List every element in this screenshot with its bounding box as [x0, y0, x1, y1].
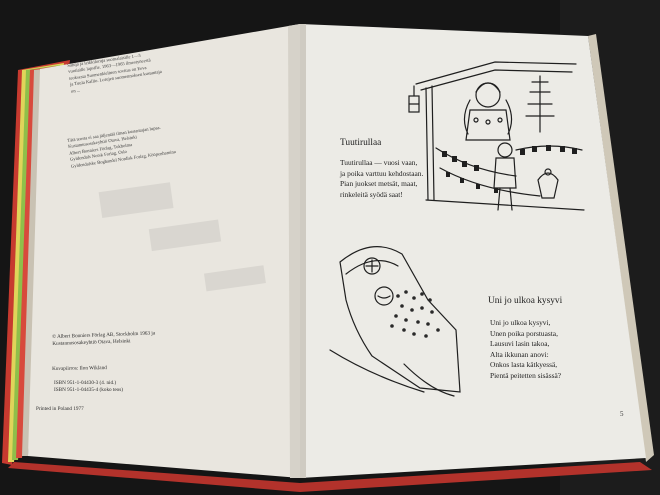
- garland-flags: [442, 145, 577, 193]
- bleed-through: [98, 182, 266, 292]
- isbn-block: ISBN 951-1-04430-3 (4. nid.) ISBN 951-1-…: [54, 380, 123, 394]
- poem-line: Alta ikkunan anovi:: [490, 349, 549, 359]
- printed-in: Printed in Poland 1977: [36, 406, 84, 412]
- illustrator-credit: Kuvapiirros: Ilon Wikland: [52, 365, 107, 372]
- poem-line: Pian juokset metsät, maat,: [340, 179, 418, 189]
- page-number: 5: [620, 410, 624, 418]
- poem-title-tuutirullaa: Tuutirullaa: [340, 138, 382, 148]
- poem-line: ja poika varttuu kehdostaan.: [340, 168, 424, 178]
- poem-line: Pientä peitetten sisässä?: [490, 370, 562, 380]
- poem-line: Onkos lasta kätkyessä,: [490, 360, 558, 370]
- cradle-blanket-pattern: [390, 290, 440, 338]
- illustration-cradle: [329, 246, 461, 397]
- left-page: [28, 24, 300, 478]
- isbn-line: ISBN 951-1-04430-3 (4. nid.): [54, 380, 117, 386]
- poem-line: rinkeleitä syödä saat!: [340, 189, 403, 199]
- poem-uni-jo-ulkoa: Uni jo ulkoa kysyvi, Unen poika porstuas…: [490, 318, 561, 382]
- poem-line: Unen poika porstuasta,: [490, 328, 558, 338]
- poem-title-uni-jo-ulkoa: Uni jo ulkoa kysyvi: [488, 296, 563, 306]
- poem-tuutirullaa: Tuutirullaa — vuosi vaan, ja poika vartt…: [340, 158, 423, 200]
- poem-line: Tuutirullaa — vuosi vaan,: [340, 158, 418, 167]
- isbn-line: ISBN 951-1-04435-4 (koko teos): [54, 387, 124, 393]
- poem-line: Lausuvi lasin takoa,: [490, 339, 550, 349]
- poem-line: Uni jo ulkoa kysyvi,: [490, 318, 551, 327]
- right-page: [300, 24, 646, 478]
